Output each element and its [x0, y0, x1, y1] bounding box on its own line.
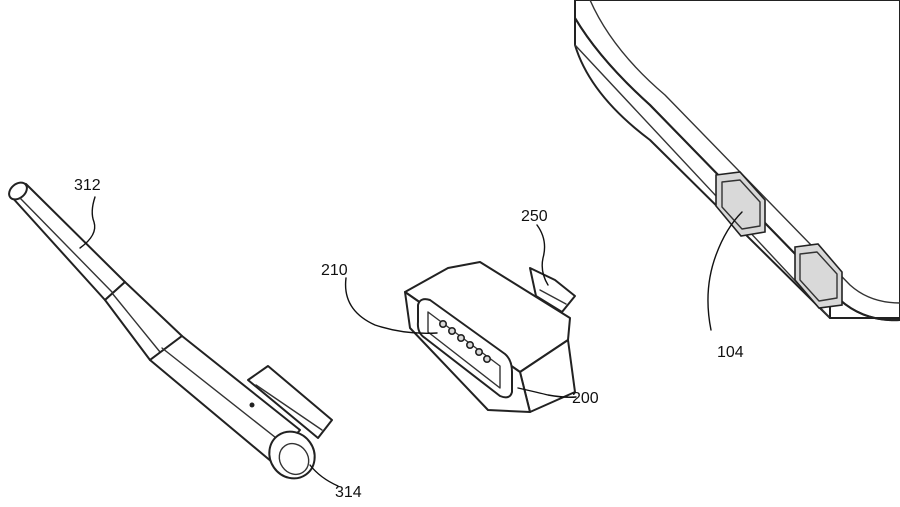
label-210: 210 [321, 262, 348, 279]
adapter [404, 261, 576, 413]
label-104: 104 [717, 344, 744, 361]
indicator-light-icon [249, 402, 255, 408]
device-port-1 [715, 171, 766, 237]
label-200: 200 [572, 390, 599, 407]
label-314: 314 [335, 484, 362, 501]
leader-lines [79, 196, 743, 487]
cable-assembly [8, 181, 333, 480]
device-port-2 [794, 243, 843, 309]
device-housing [574, 0, 900, 322]
contact-pins [438, 319, 491, 363]
label-250: 250 [521, 208, 548, 225]
label-312: 312 [74, 177, 101, 194]
